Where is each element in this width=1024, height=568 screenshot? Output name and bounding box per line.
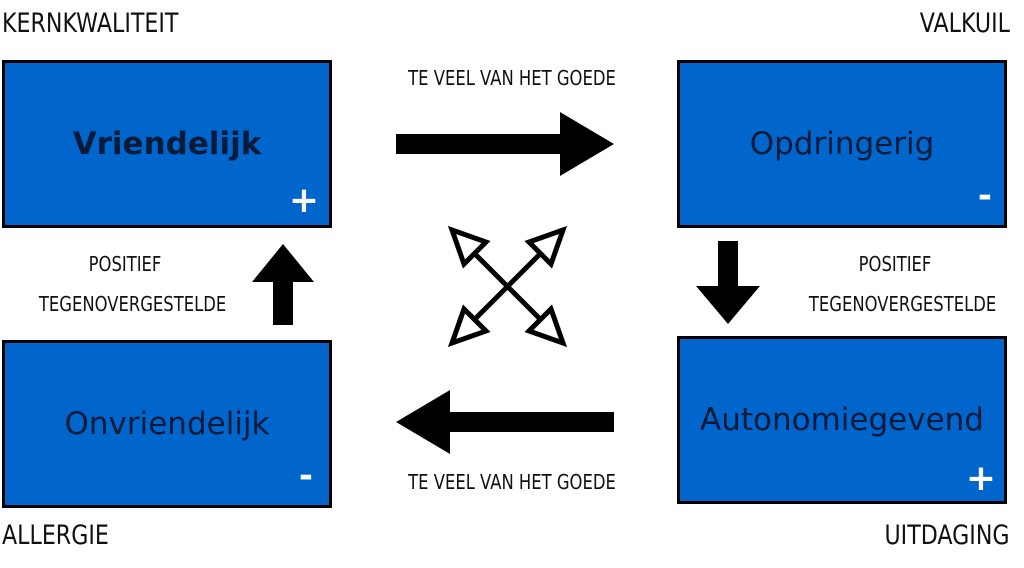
arrow-left-icon [396, 390, 614, 454]
cross-arrows-icon [447, 225, 568, 348]
plus-sign-icon: + [288, 180, 319, 221]
corner-label-kernkwaliteit: KERNKWALITEIT [2, 8, 179, 39]
plus-sign-icon: + [965, 458, 996, 499]
box-label-onvriendelijk: Onvriendelijk [64, 406, 270, 442]
caption-te-veel-top: TE VEEL VAN HET GOEDE [408, 66, 616, 90]
box-kernkwaliteit: Vriendelijk + [2, 60, 332, 228]
corner-label-uitdaging: UITDAGING [884, 520, 1010, 551]
caption-positief-left: POSITIEF [88, 252, 162, 276]
arrow-up-icon [252, 244, 314, 325]
caption-tegenovergestelde-left: TEGENOVERGESTELDE [38, 292, 227, 316]
corner-label-allergie: ALLERGIE [2, 520, 109, 551]
arrow-down-icon [696, 241, 760, 324]
box-uitdaging: Autonomiegevend + [677, 336, 1007, 504]
corner-label-valkuil: VALKUIL [919, 8, 1010, 39]
minus-sign-icon: - [298, 456, 313, 496]
caption-tegenovergestelde-right: TEGENOVERGESTELDE [808, 292, 997, 316]
box-allergie: Onvriendelijk - [2, 340, 332, 508]
minus-sign-icon: - [977, 176, 992, 216]
box-label-opdringerig: Opdringerig [749, 126, 935, 162]
box-valkuil: Opdringerig - [677, 60, 1007, 228]
box-label-autonomiegevend: Autonomiegevend [700, 402, 984, 438]
caption-te-veel-bottom: TE VEEL VAN HET GOEDE [408, 470, 616, 494]
box-label-vriendelijk: Vriendelijk [72, 126, 262, 162]
arrow-right-icon [396, 112, 614, 176]
caption-positief-right: POSITIEF [858, 252, 932, 276]
